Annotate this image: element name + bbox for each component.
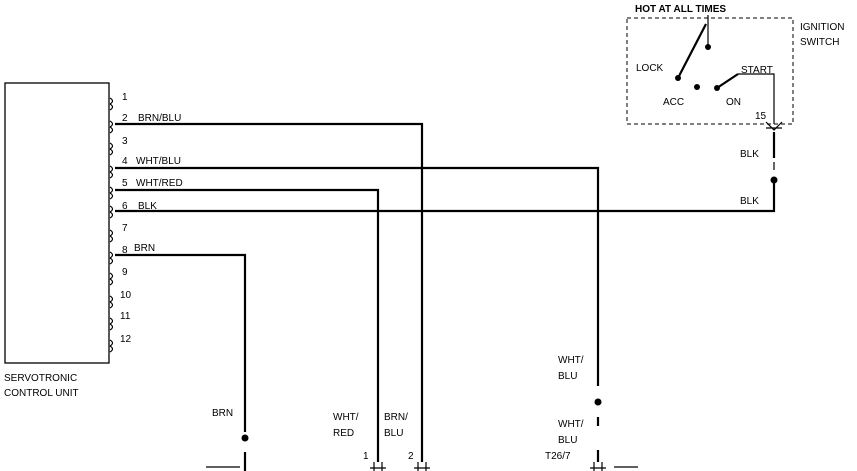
splice-dot-wht-blu	[594, 398, 602, 406]
pin-number-9: 9	[122, 267, 128, 278]
pin-number-5: 5	[122, 178, 128, 189]
label-brn-bottom: BRN	[212, 408, 233, 419]
acc-contact-dot	[694, 84, 700, 90]
pin-number-10: 10	[120, 290, 132, 301]
switch-pivot-dot	[705, 44, 711, 50]
pin-number-3: 3	[122, 136, 128, 147]
pin-number-11: 11	[120, 311, 131, 322]
connector-terminal-1	[370, 462, 386, 471]
hot-at-all-times-label: HOT AT ALL TIMES	[635, 4, 726, 15]
wire-brn	[115, 253, 247, 432]
wire-brn-blu	[115, 122, 424, 462]
on-contact-dot	[714, 85, 720, 91]
terminal-15-connector	[765, 121, 783, 131]
connector-terminal-2	[414, 462, 430, 471]
start-feed-line	[738, 73, 775, 124]
pin-color-6: BLK	[138, 201, 157, 212]
ignition-switch-title-1: IGNITION	[800, 22, 844, 33]
label-wht-blu-lower-1: WHT/	[558, 419, 584, 430]
pin-number-1: 1	[122, 92, 128, 103]
switch-blade	[677, 23, 707, 79]
control-unit-label-line2: CONTROL UNIT	[4, 388, 79, 399]
pin-color-2: BRN/BLU	[138, 113, 181, 124]
label-brn-blu-1: BRN/	[384, 412, 408, 423]
ignition-on-label: ON	[726, 97, 741, 108]
pin-number-7: 7	[122, 223, 128, 234]
ignition-switch-title-2: SWITCH	[800, 37, 839, 48]
wire-blk	[115, 182, 776, 213]
wire-wht-blu	[115, 166, 600, 386]
pin-brackets	[109, 97, 114, 353]
pin-number-4: 4	[122, 156, 128, 167]
ignition-lock-label: LOCK	[636, 63, 664, 74]
label-wht-red-1: WHT/	[333, 412, 359, 423]
pin-number-6: 6	[122, 201, 128, 212]
ignition-acc-label: ACC	[663, 97, 684, 108]
pin-color-4: WHT/BLU	[136, 156, 181, 167]
wire-wht-red	[115, 188, 380, 462]
connector-label-pin2: 2	[408, 451, 414, 462]
control-unit-box	[4, 82, 110, 364]
pin-number-2: 2	[122, 113, 128, 124]
pin-color-5: WHT/RED	[136, 178, 183, 189]
connector-terminal-t26	[590, 462, 606, 471]
connector-label-pin1: 1	[363, 451, 369, 462]
pin-number-12: 12	[120, 334, 132, 345]
pin-color-8: BRN	[134, 243, 155, 254]
label-wht-blu-upper-1: WHT/	[558, 355, 584, 366]
lock-contact-dot	[675, 75, 681, 81]
ignition-terminal-label: 15	[755, 111, 767, 122]
label-wht-blu-upper-2: BLU	[558, 371, 577, 382]
label-wht-blu-lower-2: BLU	[558, 435, 577, 446]
label-blk-lower: BLK	[740, 196, 759, 207]
control-unit-label-line1: SERVOTRONIC	[4, 373, 77, 384]
on-start-blade	[716, 73, 739, 89]
connector-label-t26: T26/7	[545, 451, 571, 462]
ignition-switch-box	[626, 17, 794, 125]
ignition-start-label: START	[741, 65, 773, 76]
label-blk-upper: BLK	[740, 149, 759, 160]
pin-number-8: 8	[122, 245, 128, 256]
label-wht-red-2: RED	[333, 428, 354, 439]
splice-dot-brn	[241, 434, 249, 442]
label-brn-blu-2: BLU	[384, 428, 403, 439]
splice-dot-blk	[770, 176, 778, 184]
